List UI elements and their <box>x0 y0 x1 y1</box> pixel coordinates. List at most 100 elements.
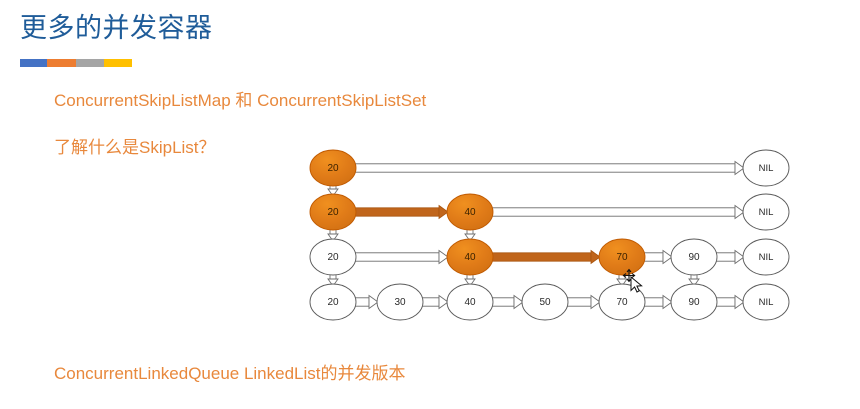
vlink-head <box>616 278 628 287</box>
skiplist-node-L3-20[interactable]: 20 <box>309 283 357 321</box>
node-label: 20 <box>327 297 339 308</box>
node-label: 20 <box>327 163 339 174</box>
vlink-shaft <box>466 227 474 235</box>
skiplist-node-L0-20[interactable]: 20 <box>309 149 357 187</box>
node-shape <box>446 238 494 276</box>
node-label: 70 <box>616 297 628 308</box>
arrow-head <box>734 249 745 265</box>
skiplist-arrow-L0-20-to-NIL <box>354 160 745 176</box>
node-label: 50 <box>539 297 551 308</box>
arrow-shaft <box>421 297 440 307</box>
skiplist-vlink-L1-20 <box>327 227 339 242</box>
skiplist-node-L1-NIL[interactable]: NIL <box>742 193 790 231</box>
arrow-shaft <box>354 163 736 173</box>
skiplist-node-L3-30[interactable]: 30 <box>376 283 424 321</box>
node-shape <box>598 238 646 276</box>
node-shape <box>446 193 494 231</box>
arrow-head <box>734 204 745 220</box>
node-label: NIL <box>759 207 774 218</box>
node-shape <box>742 283 790 321</box>
node-label: 90 <box>688 297 700 308</box>
arrow-head <box>368 294 379 310</box>
vlink-shaft <box>329 183 337 190</box>
vlink-head <box>327 278 339 287</box>
node-shape <box>376 283 424 321</box>
node-label: 40 <box>464 252 476 263</box>
skiplist-node-L1-20[interactable]: 20 <box>309 193 357 231</box>
node-shape <box>309 193 357 231</box>
skiplist-arrow-L3-30-to-40 <box>421 294 449 310</box>
skiplist-node-L1-40[interactable]: 40 <box>446 193 494 231</box>
node-shape <box>742 193 790 231</box>
skiplist-node-L3-50[interactable]: 50 <box>521 283 569 321</box>
skiplist-arrow-L2-70-to-90 <box>643 249 673 265</box>
node-shape <box>309 238 357 276</box>
vlink-shaft <box>329 272 337 280</box>
skiplist-node-L2-20[interactable]: 20 <box>309 238 357 276</box>
skiplist-arrow-L3-50-to-70 <box>566 294 601 310</box>
arrow-head <box>513 294 524 310</box>
vlink-shaft <box>466 272 474 280</box>
accent-bar <box>20 59 132 67</box>
skiplist-vlink-L2-40 <box>464 272 476 287</box>
node-shape <box>670 283 718 321</box>
skiplist-arrow-L3-20-to-30 <box>354 294 379 310</box>
skiplist-arrow-L3-90-to-NIL <box>715 294 745 310</box>
skiplist-node-L0-NIL[interactable]: NIL <box>742 149 790 187</box>
arrow-shaft <box>715 252 736 262</box>
accent-bar-segment-yellow <box>103 59 132 67</box>
arrow-head <box>438 249 449 265</box>
node-label: 90 <box>688 252 700 263</box>
arrow-head <box>734 160 745 176</box>
vlink-head <box>464 233 476 242</box>
arrow-shaft <box>491 207 736 217</box>
arrow-shaft <box>354 297 370 307</box>
accent-bar-segment-gray <box>75 59 104 67</box>
node-shape <box>742 238 790 276</box>
move-cursor <box>620 268 646 294</box>
skiplist-node-L2-NIL[interactable]: NIL <box>742 238 790 276</box>
vlink-head <box>327 188 339 197</box>
skiplist-arrow-L1-20-to-40 <box>354 204 449 220</box>
arrow-shaft <box>491 297 515 307</box>
skiplist-node-L3-NIL[interactable]: NIL <box>742 283 790 321</box>
arrow-head <box>590 294 601 310</box>
node-label: NIL <box>759 252 774 263</box>
node-shape <box>309 283 357 321</box>
arrow-head <box>438 294 449 310</box>
skiplist-node-L3-40[interactable]: 40 <box>446 283 494 321</box>
node-label: 40 <box>464 207 476 218</box>
text-skiplist-question: 了解什么是SkipList？ <box>54 138 216 157</box>
arrow-shaft <box>643 297 664 307</box>
node-label: 20 <box>327 252 339 263</box>
vlink-head <box>327 233 339 242</box>
node-label: NIL <box>759 297 774 308</box>
node-shape <box>309 149 357 187</box>
arrow-head <box>662 249 673 265</box>
accent-bar-segment-orange <box>46 59 76 67</box>
vlink-shaft <box>618 272 626 280</box>
skiplist-vlink-L1-40 <box>464 227 476 242</box>
node-shape <box>598 283 646 321</box>
page-title: 更多的并发容器 <box>20 13 213 43</box>
skiplist-vlink-L0-20 <box>327 183 339 197</box>
arrow-shaft <box>354 207 440 217</box>
skiplist-node-L2-40[interactable]: 40 <box>446 238 494 276</box>
skiplist-arrow-L1-40-to-NIL <box>491 204 745 220</box>
skiplist-arrow-L3-40-to-50 <box>491 294 524 310</box>
arrow-head <box>438 204 449 220</box>
arrow-shaft <box>715 297 736 307</box>
node-shape <box>742 149 790 187</box>
node-label: 40 <box>464 297 476 308</box>
skiplist-arrow-L2-90-to-NIL <box>715 249 745 265</box>
arrow-shaft <box>566 297 592 307</box>
node-shape <box>446 283 494 321</box>
node-shape <box>521 283 569 321</box>
node-label: 20 <box>327 207 339 218</box>
skiplist-node-L2-70[interactable]: 70 <box>598 238 646 276</box>
skiplist-node-L2-90[interactable]: 90 <box>670 238 718 276</box>
arrow-shaft <box>643 252 664 262</box>
skiplist-node-L3-70[interactable]: 70 <box>598 283 646 321</box>
skiplist-arrow-L2-20-to-40 <box>354 249 449 265</box>
skiplist-node-L3-90[interactable]: 90 <box>670 283 718 321</box>
